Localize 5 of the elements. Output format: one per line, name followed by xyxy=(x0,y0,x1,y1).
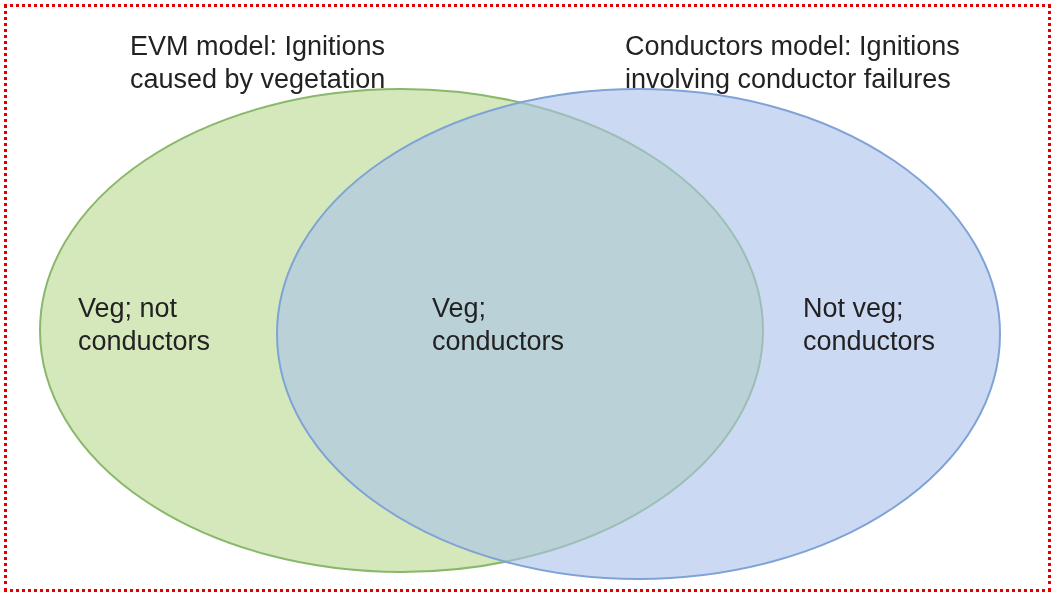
set-title: Conductors model: Ignitions involving conductor failures xyxy=(625,30,961,96)
set-title: EVM model: Ignitions caused by vegetation xyxy=(130,30,387,96)
region-label: Not veg; conductors xyxy=(803,292,937,358)
region-label: Veg; conductors xyxy=(432,292,566,358)
region-label: Veg; not conductors xyxy=(78,292,212,358)
